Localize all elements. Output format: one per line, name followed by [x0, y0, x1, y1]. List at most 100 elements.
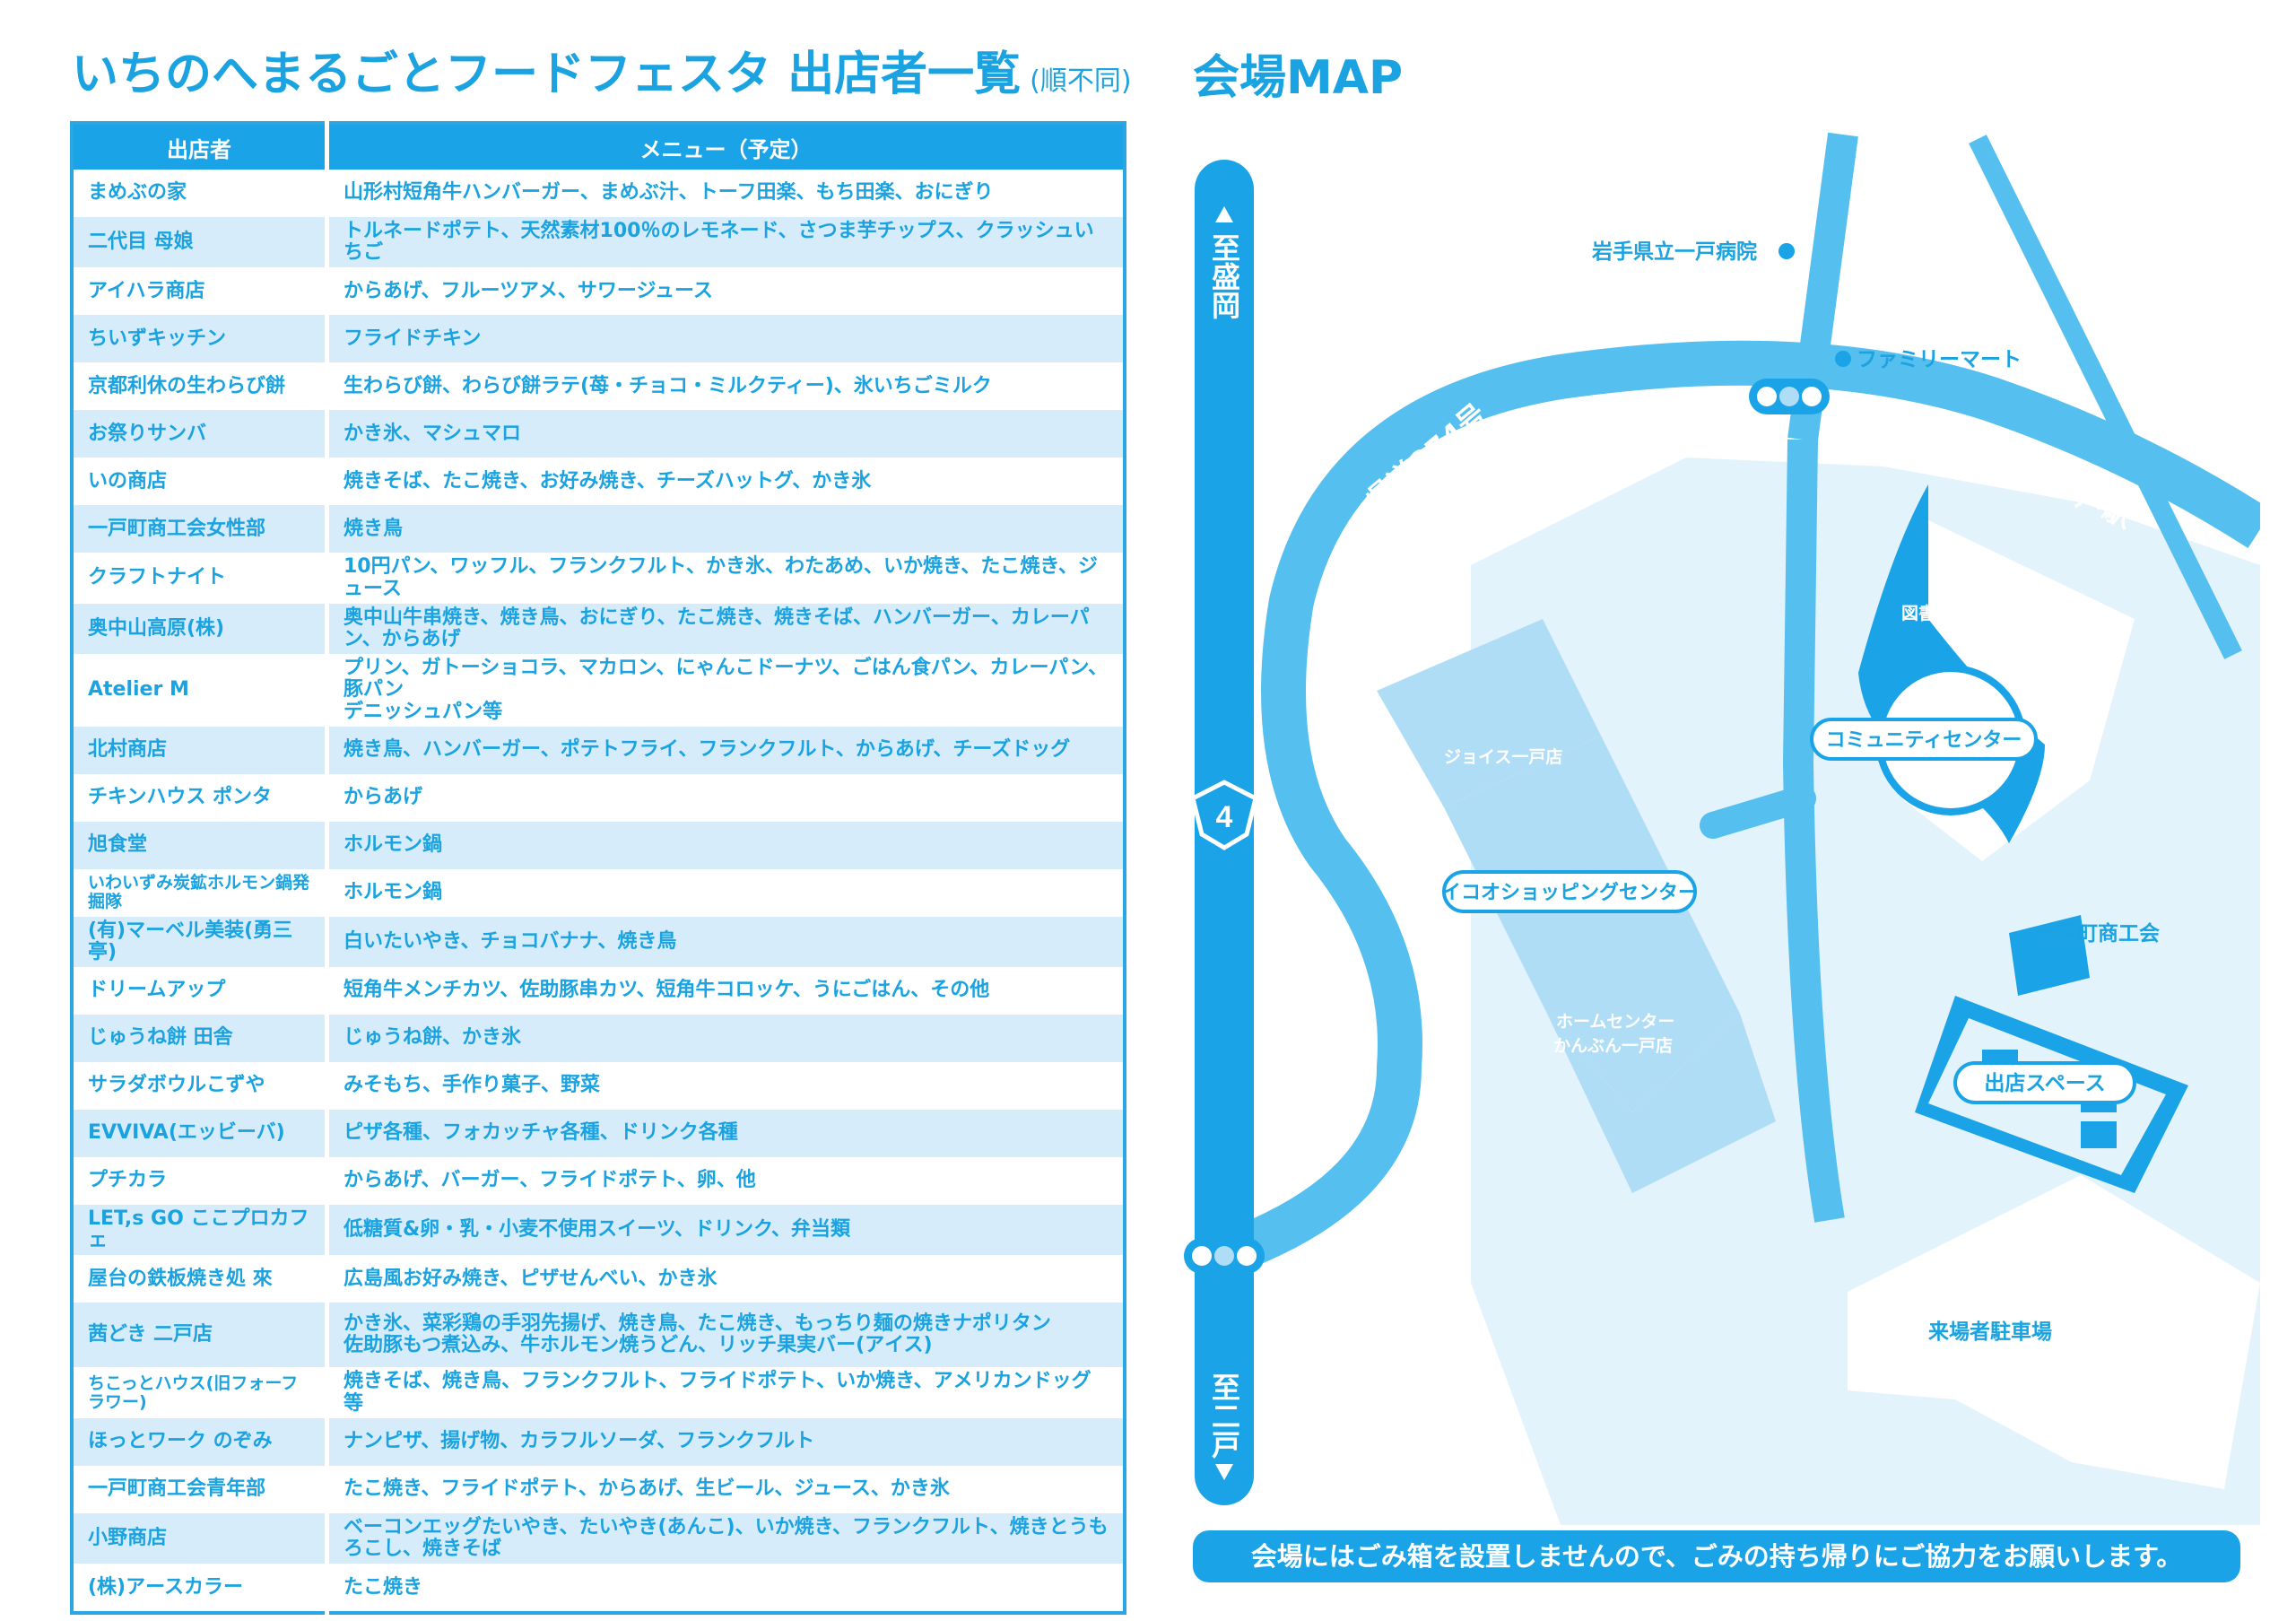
menu-line: 10円パン、ワッフル、フランクフルト、かき氷、わたあめ、いか焼き、たこ焼き、ジュ…	[344, 555, 1098, 600]
menu-cell: みそもち、手作り菓子、野菜	[326, 1062, 1125, 1111]
menu-cell: 10円パン、ワッフル、フランクフルト、かき氷、わたあめ、いか焼き、たこ焼き、ジュ…	[326, 553, 1125, 604]
menu-cell: たこ焼き、フライドポテト、からあげ、生ビール、ジュース、かき氷	[326, 1465, 1125, 1513]
vendor-name-cell: 奥中山高原(株)	[72, 603, 329, 655]
ikoo-tag: イコオショッピングセンター	[1441, 870, 1698, 913]
table-row: チキンハウス ポンタからあげ	[72, 773, 1125, 822]
parking-area	[1848, 1175, 2260, 1489]
table-row: 京都利休の生わらび餅生わらび餅、わらび餅ラテ(苺・チョコ・ミルクティー)、氷いち…	[72, 362, 1125, 411]
menu-cell: 焼き鳥	[326, 505, 1125, 553]
table-row: Atelier M プリン、ガトーショコラ、マカロン、にゃんこドーナツ、ごはん食パ…	[72, 654, 1125, 727]
menu-cell: かき氷、マシュマロ	[326, 410, 1125, 458]
menu-cell: ベーコンエッグたいやき、たいやき(あんこ)、いか焼き、フランクフルト、焼きとうも…	[326, 1512, 1125, 1564]
menu-line: 低糖質&卵・乳・小麦不使用スイーツ、ドリンク、弁当類	[344, 1218, 851, 1242]
vendor-name-cell: Atelier M	[72, 654, 329, 727]
vendor-name-cell: 一戸町商工会女性部	[72, 505, 329, 553]
table-row: 一戸町商工会女性部焼き鳥	[72, 505, 1125, 553]
menu-cell: 焼きそば、焼き鳥、フランクフルト、フライドポテト、いか焼き、アメリカンドッグ等	[326, 1367, 1125, 1418]
vendor-name-cell: 一戸町商工会青年部	[72, 1465, 329, 1513]
menu-cell: たこ焼き	[326, 1564, 1125, 1614]
joyce-label: ジョイス一戸店	[1444, 746, 1562, 767]
hospital-label: 岩手県立一戸病院	[1591, 240, 1757, 264]
page-title-note: (順不同)	[1030, 65, 1132, 97]
menu-line: ピザ各種、フォカッチャ各種、ドリンク各種	[344, 1121, 738, 1145]
route-4-label: 4	[1216, 800, 1233, 834]
home-center-building	[1547, 1014, 1776, 1193]
north-arrow-icon	[1215, 206, 1233, 222]
parking-label: 来場者駐車場	[1928, 1320, 2052, 1344]
road-spur	[1700, 785, 1816, 839]
table-row: (株)アースカラーたこ焼き	[72, 1564, 1125, 1614]
menu-cell: じゅうね餅、かき氷	[326, 1015, 1125, 1063]
vendor-name-cell: 旭食堂	[72, 821, 329, 869]
table-row: 一戸町商工会青年部たこ焼き、フライドポテト、からあげ、生ビール、ジュース、かき氷	[72, 1465, 1125, 1513]
menu-cell: 短角牛メンチカツ、佐助豚串カツ、短角牛コロッケ、うにごはん、その他	[326, 967, 1125, 1015]
vendor-name-cell: 二代目 母娘	[72, 217, 329, 268]
railway-line	[1969, 135, 2242, 659]
familymart-marker-icon	[1835, 351, 1851, 367]
menu-cell: 生わらび餅、わらび餅ラテ(苺・チョコ・ミルクティー)、氷いちごミルク	[326, 362, 1125, 411]
menu-cell: 奥中山牛串焼き、焼き鳥、おにぎり、たこ焼き、焼きそば、ハンバーガー、カレーパン、…	[326, 603, 1125, 655]
menu-line: かき氷、マシュマロ	[344, 422, 522, 445]
booth-tag: 出店スペース	[1953, 1061, 2136, 1104]
vendor-table-body: まめぶの家山形村短角牛ハンバーガー、まめぶ汁、トーフ田楽、もち田楽、おにぎり二代…	[72, 170, 1125, 1614]
vendor-name-cell: 北村商店	[72, 726, 329, 774]
menu-cell: 山形村短角牛ハンバーガー、まめぶ汁、トーフ田楽、もち田楽、おにぎり	[326, 170, 1125, 217]
menu-cell: 焼き鳥、ハンバーガー、ポテトフライ、フランクフルト、からあげ、チーズドッグ	[326, 726, 1125, 774]
community-center-label: コミュニティセンター	[1826, 729, 2022, 752]
menu-cell: 白いたいやき、チョコバナナ、焼き鳥	[326, 916, 1125, 968]
menu-line: みそもち、手作り菓子、野菜	[344, 1074, 601, 1097]
table-row: いの商店焼きそば、たこ焼き、お好み焼き、チーズハットグ、かき氷	[72, 458, 1125, 506]
menu-line: 短角牛メンチカツ、佐助豚串カツ、短角牛コロッケ、うにごはん、その他	[344, 979, 990, 1002]
menu-line: 佐助豚もつ煮込み、牛ホルモン焼うどん、リッチ果実バー(アイス)	[344, 1334, 933, 1357]
menu-line: 焼きそば、たこ焼き、お好み焼き、チーズハットグ、かき氷	[344, 469, 872, 492]
menu-line: からあげ、フルーツアメ、サワージュース	[344, 279, 713, 302]
menu-line: ホルモン鍋	[344, 833, 443, 857]
column-header-menu: メニュー（予定）	[326, 123, 1125, 170]
table-row: お祭りサンバかき氷、マシュマロ	[72, 410, 1125, 458]
menu-line: 焼き鳥、ハンバーガー、ポテトフライ、フランクフルト、からあげ、チーズドッグ	[344, 738, 1071, 762]
vendor-name-cell: 屋台の鉄板焼き処 來	[72, 1255, 329, 1303]
menu-cell: 広島風お好み焼き、ピザせんべい、かき氷	[326, 1255, 1125, 1303]
menu-line: トルネードポテト、天然素材100％のレモネード、さつま芋チップス、クラッシュいち…	[344, 220, 1094, 265]
vendor-name-cell: サラダボウルこずや	[72, 1062, 329, 1111]
hospital-marker-icon	[1779, 243, 1795, 259]
menu-cell: からあげ、バーガー、フライドポテト、卵、他	[326, 1157, 1125, 1206]
community-center-tag: コミュニティセンター	[1810, 718, 2038, 761]
menu-line: からあげ、バーガー、フライドポテト、卵、他	[344, 1169, 756, 1192]
menu-cell: からあげ、フルーツアメ、サワージュース	[326, 267, 1125, 316]
menu-line: 焼きそば、焼き鳥、フランクフルト、フライドポテト、いか焼き、アメリカンドッグ等	[344, 1370, 1091, 1415]
vendor-name-cell: いわいずみ炭鉱ホルモン鍋発掘隊	[72, 868, 329, 917]
menu-cell: かき氷、菜彩鶏の手羽先揚げ、焼き鳥、たこ焼き、もっちり麺の焼きナポリタン佐助豚も…	[326, 1303, 1125, 1368]
familymart-label: ファミリーマート	[1857, 348, 2022, 371]
table-header-row: 出店者 メニュー（予定）	[72, 123, 1125, 170]
menu-line: 山形村短角牛ハンバーガー、まめぶ汁、トーフ田楽、もち田楽、おにぎり	[344, 181, 994, 205]
vendor-name-cell: ちこっとハウス(旧フォーフラワー)	[72, 1367, 329, 1418]
table-row: 二代目 母娘トルネードポテト、天然素材100％のレモネード、さつま芋チップス、ク…	[72, 217, 1125, 268]
vendor-name-cell: ちいずキッチン	[72, 315, 329, 363]
ikoo-label: イコオショッピングセンター	[1441, 881, 1698, 904]
joyce-building	[1377, 619, 1601, 807]
menu-line: 焼き鳥	[344, 517, 404, 540]
home-center-label-line2: かんぶん一戸店	[1553, 1035, 1673, 1056]
menu-line: ベーコンエッグたいやき、たいやき(あんこ)、いか焼き、フランクフルト、焼きとうも…	[344, 1515, 1109, 1560]
chamber-label: 一戸町商工会	[2036, 921, 2160, 946]
menu-line: プリン、ガトーショコラ、マカロン、にゃんこドーナツ、ごはん食パン、カレーパン、豚…	[344, 657, 1109, 702]
map-graphic: 4 至盛岡 至二戸 県道274号 至 一戸駅 岩手県立一戸病院 ファミリーマート…	[1184, 132, 2260, 1525]
vendor-name-cell: 小野商店	[72, 1512, 329, 1564]
vendor-name-cell: ドリームアップ	[72, 967, 329, 1015]
chamber-building	[2009, 915, 2090, 996]
table-row: ほっとワーク のぞみナンピザ、揚げ物、カラフルソーダ、フランクフルト	[72, 1417, 1125, 1466]
page-title-text: いちのへまるごとフードフェスタ 出店者一覧	[72, 48, 1022, 101]
prefectural-road	[1212, 340, 2260, 1277]
menu-line: たこ焼き、フライドポテト、からあげ、生ビール、ジュース、かき氷	[344, 1477, 950, 1501]
menu-line: 生わらび餅、わらび餅ラテ(苺・チョコ・ミルクティー)、氷いちごミルク	[344, 374, 992, 397]
menu-cell: フライドチキン	[326, 315, 1125, 363]
table-row: 茜どき 二戸店かき氷、菜彩鶏の手羽先揚げ、焼き鳥、たこ焼き、もっちり麺の焼きナポ…	[72, 1303, 1125, 1368]
table-row: ちこっとハウス(旧フォーフラワー) 焼きそば、焼き鳥、フランクフルト、フライドポテ…	[72, 1367, 1125, 1418]
menu-cell: からあげ	[326, 773, 1125, 822]
table-row: 奥中山高原(株)奥中山牛串焼き、焼き鳥、おにぎり、たこ焼き、焼きそば、ハンバーガ…	[72, 603, 1125, 655]
traffic-light-north	[1749, 379, 1830, 414]
table-row: いわいずみ炭鉱ホルモン鍋発掘隊ホルモン鍋	[72, 868, 1125, 917]
menu-line: じゅうね餅、かき氷	[344, 1026, 522, 1050]
